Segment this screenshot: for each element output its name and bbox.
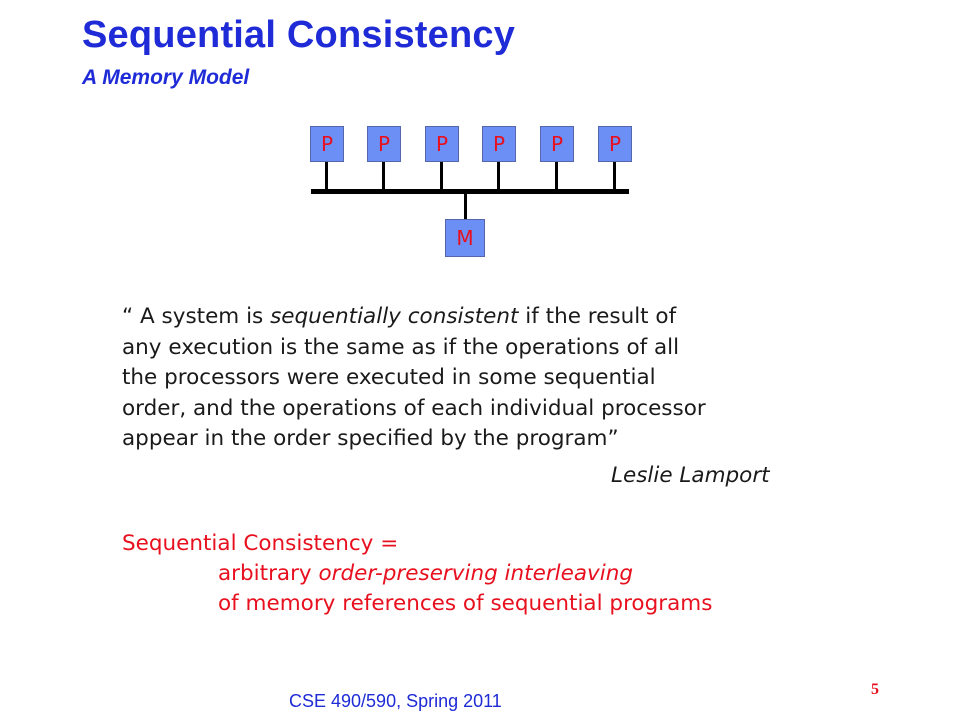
page-number: 5 xyxy=(871,681,879,698)
quote-line-5: appear in the order specified by the pro… xyxy=(122,426,619,451)
processor-box: P xyxy=(482,126,516,162)
sc-definition: Sequential Consistency = arbitrary order… xyxy=(122,529,712,619)
quote-line-1: “ A system is sequentially consistent if… xyxy=(122,302,862,333)
processor-box: P xyxy=(310,126,344,162)
quote-line-2: any execution is the same as if the oper… xyxy=(122,334,680,360)
processor-connector xyxy=(325,162,328,190)
processor-box: P xyxy=(598,126,632,162)
processor-box: P xyxy=(367,126,401,162)
processor-connector xyxy=(497,162,500,190)
quote-emphasis: sequentially consistent xyxy=(270,304,519,329)
shared-bus xyxy=(311,189,629,194)
course-footer: CSE 490/590, Spring 2011 xyxy=(289,691,502,711)
processor-box: P xyxy=(425,126,459,162)
definition-emphasis: order-preserving interleaving xyxy=(318,561,634,586)
memory-connector xyxy=(464,193,467,219)
definition-line-1: Sequential Consistency = xyxy=(122,531,399,556)
memory-box: M xyxy=(445,219,485,257)
processor-connector xyxy=(440,162,443,190)
memory-model-diagram: P P P P P P M xyxy=(0,0,960,300)
quote-line-3: the processors were executed in some seq… xyxy=(122,365,656,390)
definition-text: arbitrary xyxy=(218,561,319,586)
quote-text: if the result of xyxy=(518,304,677,329)
processor-connector xyxy=(555,162,558,190)
processor-connector xyxy=(613,162,616,190)
slide-title: Sequential Consistency xyxy=(82,14,516,56)
lamport-quote: “ A system is sequentially consistent if… xyxy=(122,302,862,455)
quote-text: “ A system is xyxy=(122,304,271,329)
definition-line-2: arbitrary order-preserving interleaving xyxy=(122,559,712,589)
processor-box: P xyxy=(540,126,574,162)
quote-author: Leslie Lamport xyxy=(611,463,770,488)
quote-line-4: order, and the operations of each indivi… xyxy=(122,395,706,421)
definition-line-3: of memory references of sequential progr… xyxy=(218,591,713,616)
processor-connector xyxy=(382,162,385,190)
slide-subtitle: A Memory Model xyxy=(82,66,250,89)
